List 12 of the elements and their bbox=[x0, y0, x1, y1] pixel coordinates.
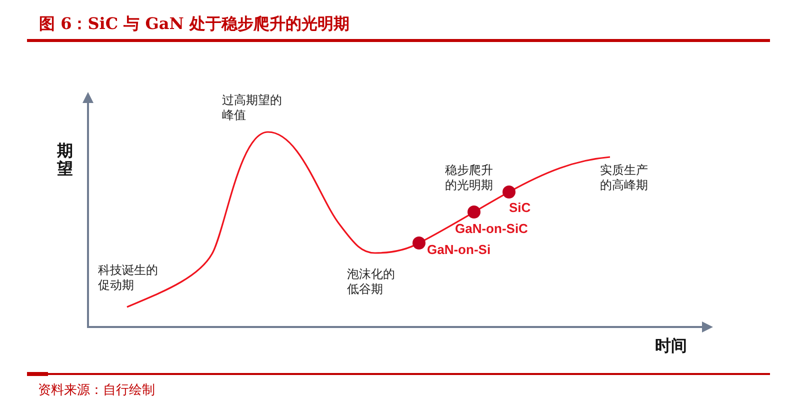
phase-label: 实质生产的高峰期 bbox=[600, 163, 649, 193]
source-note: 资料来源：自行绘制 bbox=[38, 383, 155, 399]
point-label: GaN-on-SiC bbox=[455, 221, 528, 236]
phase-label: 稳步爬升的光明期 bbox=[445, 163, 494, 193]
axis-label: 时间 bbox=[655, 338, 688, 356]
point-label: GaN-on-Si bbox=[427, 242, 491, 257]
phase-label: 科技诞生的促动期 bbox=[98, 263, 159, 293]
phase-label: 泡沫化的低谷期 bbox=[347, 267, 396, 297]
axis-label: 期望 bbox=[57, 143, 74, 179]
point-label: SiC bbox=[509, 200, 531, 215]
figure-title: 图 6：SiC 与 GaN 处于稳步爬升的光明期 bbox=[39, 14, 350, 34]
phase-label: 过高期望的峰值 bbox=[222, 93, 283, 123]
